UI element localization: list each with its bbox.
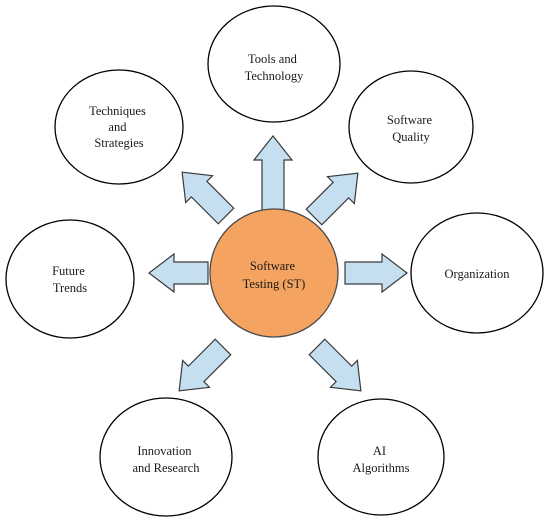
node-label: Organization xyxy=(444,267,510,281)
node-label-line: and xyxy=(108,120,127,134)
central-node-circle xyxy=(209,208,339,338)
node-circle xyxy=(99,397,233,517)
node-label: Techniques and Strategies xyxy=(89,104,149,150)
arrow-to-innovation-and-research xyxy=(178,338,232,392)
node-circle xyxy=(5,219,135,339)
node-label-line: and Research xyxy=(133,461,201,475)
central-node-label: Software Testing (ST) xyxy=(243,259,306,291)
node-label-line: Algorithms xyxy=(353,461,410,475)
arrows xyxy=(148,135,408,392)
node-label-line: Future xyxy=(52,264,85,278)
node-circle xyxy=(54,69,184,185)
central-node: Software Testing (ST) xyxy=(209,208,339,338)
arrow-to-software-quality xyxy=(305,172,359,226)
arrow-to-ai-algorithms xyxy=(308,338,362,392)
node-techniques-and-strategies: Techniques and Strategies xyxy=(54,69,184,185)
node-innovation-and-research: Innovation and Research xyxy=(99,397,233,517)
node-circle xyxy=(317,398,445,516)
node-ai-algorithms: AI Algorithms xyxy=(317,398,445,516)
node-label-line: AI xyxy=(373,444,386,458)
node-circle xyxy=(348,70,474,184)
node-label: Tools and Technology xyxy=(245,52,305,83)
node-label: Software Quality xyxy=(387,113,435,144)
node-label-line: Technology xyxy=(245,69,305,83)
central-node-label-line: Software xyxy=(250,259,296,273)
node-label-line: Tools and xyxy=(248,52,298,66)
arrow-to-techniques-and-strategies xyxy=(181,171,235,225)
node-label-line: Software xyxy=(387,113,433,127)
arrow-to-tools-and-technology xyxy=(252,135,294,219)
central-node-label-line: Testing (ST) xyxy=(243,277,306,291)
node-circle xyxy=(410,212,544,334)
node-label-line: Quality xyxy=(392,130,430,144)
node-label-line: Organization xyxy=(444,267,510,281)
node-future-trends: Future Trends xyxy=(5,219,135,339)
node-label: Future Trends xyxy=(52,264,88,295)
node-tools-and-technology: Tools and Technology xyxy=(207,5,341,123)
node-software-quality: Software Quality xyxy=(348,70,474,184)
node-label-line: Trends xyxy=(53,281,87,295)
node-label-line: Strategies xyxy=(94,136,143,150)
arrow-to-future-trends xyxy=(148,252,209,294)
node-label: Innovation and Research xyxy=(133,444,201,475)
node-label-line: Techniques xyxy=(89,104,146,118)
node-circle xyxy=(207,5,341,123)
node-label: AI Algorithms xyxy=(353,444,410,475)
node-organization: Organization xyxy=(410,212,544,334)
arrow-to-organization xyxy=(344,252,408,294)
node-label-line: Innovation xyxy=(137,444,192,458)
